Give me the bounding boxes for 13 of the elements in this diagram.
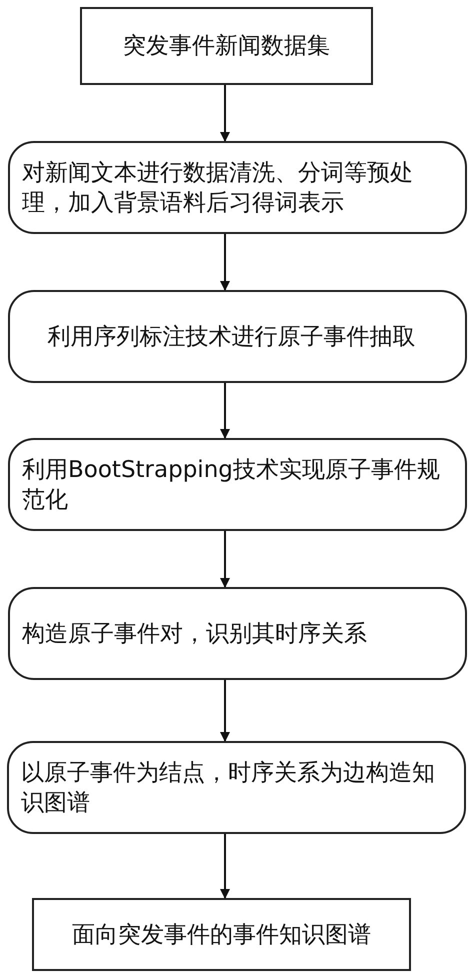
- process-box: 对新闻文本进行数据清洗、分词等预处理，加入背景语料后习得词表示: [8, 141, 467, 234]
- process-box: 利用序列标注技术进行原子事件抽取: [8, 290, 467, 383]
- start-box: 突发事件新闻数据集: [80, 7, 373, 85]
- process-box: 构造原子事件对，识别其时序关系: [8, 587, 467, 680]
- process-box: 以原子事件为结点，时序关系为边构造知识图谱: [7, 741, 466, 834]
- arrow: [220, 383, 230, 439]
- arrow: [220, 531, 230, 588]
- arrow: [220, 234, 230, 291]
- arrow: [220, 680, 230, 742]
- process-box: 利用BootStrapping技术实现原子事件规范化: [8, 438, 467, 531]
- end-box: 面向突发事件的事件知识图谱: [32, 898, 411, 971]
- arrow: [220, 85, 230, 142]
- arrow: [220, 834, 230, 899]
